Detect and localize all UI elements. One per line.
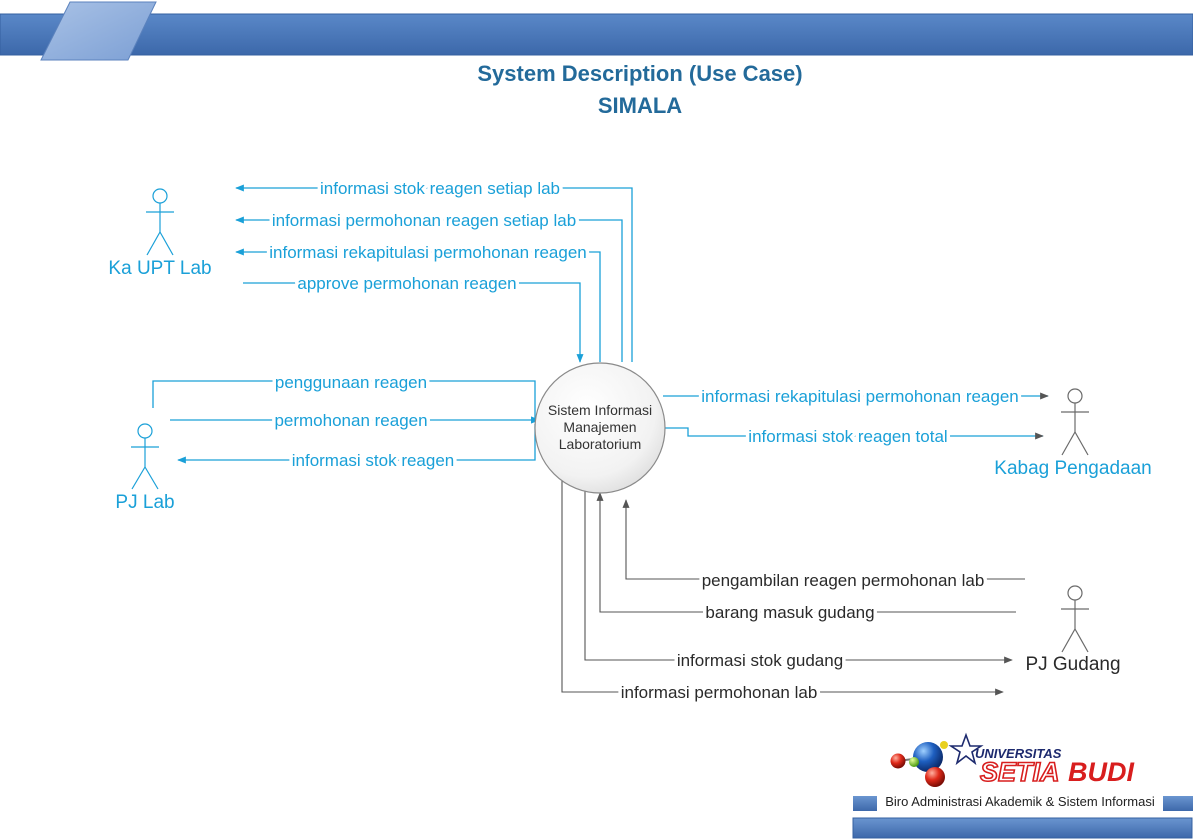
flow-label-stok-reagen-total: informasi stok reagen total — [748, 427, 947, 446]
actor-leg-left — [1061, 628, 1076, 653]
logo-budi-text: BUDI — [1068, 757, 1134, 787]
flow-line-informasi-permohonan-lab — [561, 472, 1004, 696]
actor-kabag-pengadaan: Kabag Pengadaan — [994, 388, 1152, 479]
flow-label-informasi-permohonan-lab: informasi permohonan lab — [621, 683, 818, 702]
actor-label-ka-upt-lab: Ka UPT Lab — [108, 258, 211, 279]
actor-leg-left — [1061, 431, 1076, 456]
star-icon — [948, 732, 984, 766]
molecule-atom-green — [909, 757, 919, 767]
footer-band — [852, 817, 1193, 839]
system-process-line-2: Manajemen — [563, 419, 636, 435]
molecule-atom-red — [925, 767, 945, 787]
flow-line-stok-reagen-setiap-lab — [235, 184, 633, 362]
header-accent-tab — [40, 1, 157, 61]
flow-line-pengambilan-reagen-permohonan-lab — [622, 499, 1025, 580]
flow-label-pengambilan-reagen-permohonan-lab: pengambilan reagen permohonan lab — [702, 571, 985, 590]
flow-label-permohonan-reagen-setiap-lab: informasi permohonan reagen setiap lab — [272, 211, 576, 230]
system-process-circle — [534, 362, 666, 494]
header-band — [0, 1, 1193, 61]
flow-label-barang-masuk-gudang: barang masuk gudang — [705, 603, 874, 622]
page-title: System Description (Use Case) — [477, 61, 802, 86]
actor-label-pj-lab: PJ Lab — [115, 492, 174, 513]
actor-label-pj-gudang: PJ Gudang — [1025, 654, 1120, 675]
flow-line-informasi-stok-gudang — [584, 490, 1013, 664]
actor-leg-left — [131, 466, 146, 490]
flow-line-rekapitulasi-permohonan-reagen-upt — [235, 248, 601, 362]
actor-ka-upt-lab: Ka UPT Lab — [108, 188, 212, 279]
actor-leg-right — [159, 231, 174, 256]
page-subtitle: SIMALA — [598, 93, 682, 118]
actor-leg-right — [1074, 628, 1089, 653]
actor-head — [1067, 585, 1083, 601]
university-logo: UNIVERSITAS SETIA BUDI — [890, 732, 1134, 788]
flow-label-penggunaan-reagen: penggunaan reagen — [275, 373, 427, 392]
footer-caption-bar: Biro Administrasi Akademik & Sistem Info… — [852, 794, 1193, 839]
flow-line-stok-reagen-total — [663, 427, 1044, 440]
flow-line-permohonan-reagen-setiap-lab — [235, 216, 623, 362]
molecule-atom-red-small — [890, 753, 906, 769]
actor-head — [137, 423, 153, 439]
logo-setia-text: SETIA — [980, 757, 1060, 787]
actor-leg-right — [1074, 431, 1089, 456]
actor-head — [152, 188, 168, 204]
actor-leg-right — [144, 466, 159, 490]
system-process-line-3: Laboratorium — [559, 436, 642, 452]
flow-line-approve-permohonan-reagen — [243, 282, 584, 363]
flow-label-informasi-stok-reagen: informasi stok reagen — [292, 451, 455, 470]
footer-caption-block-left — [853, 796, 877, 811]
actor-leg-left — [146, 231, 161, 256]
flow-label-rekapitulasi-permohonan-reagen-upt: informasi rekapitulasi permohonan reagen — [269, 243, 587, 262]
flow-label-approve-permohonan-reagen: approve permohonan reagen — [297, 274, 516, 293]
footer-caption-text: Biro Administrasi Akademik & Sistem Info… — [885, 794, 1155, 809]
actor-label-kabag-pengadaan: Kabag Pengadaan — [994, 458, 1151, 479]
flow-label-permohonan-reagen: permohonan reagen — [274, 411, 427, 430]
actor-pj-gudang: PJ Gudang — [1025, 585, 1121, 675]
flow-line-barang-masuk-gudang — [596, 492, 1016, 613]
molecule-atom-blue — [913, 742, 943, 772]
flow-label-stok-reagen-setiap-lab: informasi stok reagen setiap lab — [320, 179, 560, 198]
logo-universitas-text: UNIVERSITAS — [975, 746, 1062, 761]
system-process-line-1: Sistem Informasi — [548, 402, 652, 418]
actor-pj-lab: PJ Lab — [115, 423, 175, 513]
actor-head — [1067, 388, 1083, 404]
header-bar — [0, 13, 1193, 56]
footer-caption-block-right — [1163, 796, 1193, 811]
flow-label-informasi-stok-gudang: informasi stok gudang — [677, 651, 843, 670]
system-process: Sistem Informasi Manajemen Laboratorium — [534, 362, 666, 494]
molecule-atom-yellow — [940, 741, 948, 749]
flow-label-rekapitulasi-permohonan-reagen-kabag: informasi rekapitulasi permohonan reagen — [701, 387, 1019, 406]
